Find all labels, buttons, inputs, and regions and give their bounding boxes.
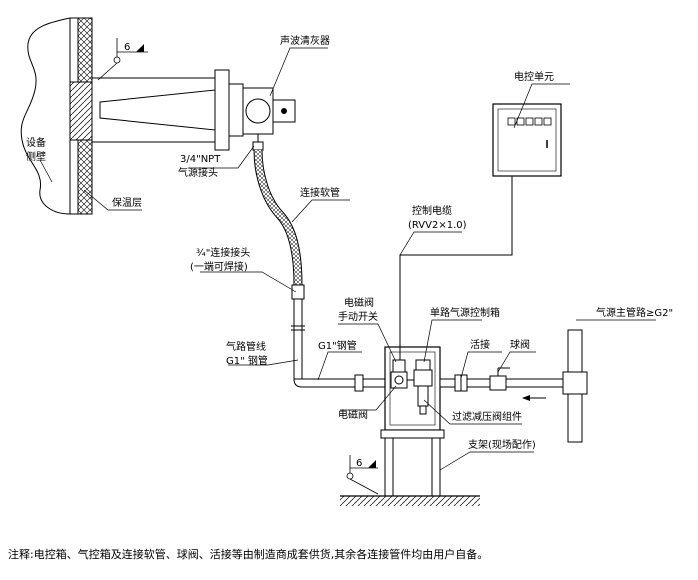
weld-size-bottom: 6 — [356, 458, 362, 469]
label-steel-pipe: G1"钢管 — [318, 339, 357, 352]
footnote: 注释:电控箱、气控箱及连接软管、球阀、活接等由制造商成套供货,其余各连接管件均由… — [8, 548, 489, 561]
label-main-supply: 气源主管路≥G2" — [596, 306, 673, 319]
label-single-air-box: 单路气源控制箱 — [430, 306, 500, 319]
label-pipeline-line2: G1" 钢管 — [226, 354, 268, 367]
weld-size-top: 6 — [124, 42, 130, 53]
label-connector-line2: (一端可焊接) — [190, 260, 248, 273]
control-unit — [492, 103, 562, 177]
label-wall-line2: 侧壁 — [26, 150, 46, 163]
label-cable-line1: 控制电缆 — [412, 204, 452, 217]
label-npt-line1: 3/4"NPT — [180, 154, 221, 165]
control-cable — [399, 176, 513, 360]
label-solenoid-manual-line1: 电磁阀 — [344, 296, 374, 309]
weld-symbol-bottom — [346, 455, 379, 495]
label-connector-line1: ¾"连接接头 — [196, 246, 250, 259]
air-control-box — [384, 346, 441, 431]
label-ball-valve: 球阀 — [510, 338, 530, 351]
label-cable-line2: (RVV2×1.0) — [408, 220, 467, 231]
leader-lines — [39, 47, 656, 471]
label-support: 支架(现场配作) — [468, 438, 536, 451]
support-stand — [340, 429, 480, 506]
label-wall-line1: 设备 — [26, 136, 46, 149]
connecting-hose — [253, 149, 305, 300]
label-solenoid-manual-line2: 手动开关 — [338, 310, 378, 323]
equipment-wall — [20, 17, 93, 215]
label-control-unit: 电控单元 — [514, 70, 554, 83]
steel-pipe — [291, 298, 386, 392]
label-solenoid: 电磁阀 — [338, 408, 368, 421]
label-insulation: 保温层 — [112, 196, 142, 209]
label-filter-regulator: 过滤减压阀组件 — [452, 410, 522, 423]
supply-pipe — [439, 329, 588, 443]
label-npt-line2: 气源接头 — [178, 166, 218, 179]
label-sonic-cleaner: 声波清灰器 — [280, 34, 330, 47]
sonic-horn — [91, 69, 296, 151]
label-union: 活接 — [470, 338, 490, 351]
weld-symbol-top — [97, 38, 148, 81]
label-hose: 连接软管 — [300, 186, 340, 199]
label-pipeline-line1: 气路管线 — [226, 340, 266, 353]
